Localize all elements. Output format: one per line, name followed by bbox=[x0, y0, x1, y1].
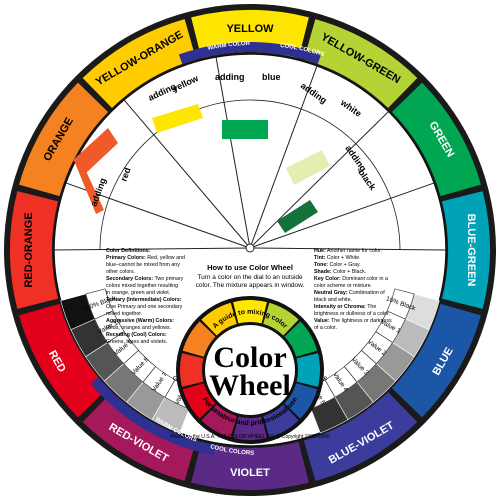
defsRight-line-6: Neutral Gray: Combination of bbox=[314, 290, 385, 296]
outer-segment-yellow-green bbox=[303, 19, 418, 109]
defsRight-line-3: Shade: Color + Black. bbox=[314, 269, 366, 275]
defsLeft-line-0: Color Definitions: bbox=[106, 248, 151, 254]
swatch-adding-blue bbox=[222, 120, 268, 139]
defsLeft-line-12: Receding (Cool) Colors: bbox=[106, 332, 167, 338]
window-edge-h-0 bbox=[53, 247, 251, 251]
defsRight-line-1: Tint: Color + White. bbox=[314, 255, 361, 261]
outer-color-ring bbox=[9, 9, 490, 490]
swatch-adding-red bbox=[73, 128, 118, 175]
window-edge-1 bbox=[123, 99, 251, 249]
value-band-left-label-3 bbox=[123, 349, 157, 383]
adding-blue-word1: adding bbox=[215, 72, 245, 82]
outer-segment-violet bbox=[191, 441, 309, 490]
mini-segment-1 bbox=[263, 302, 299, 336]
value-band-left-label-4 bbox=[142, 366, 176, 398]
mini-segment-8 bbox=[182, 383, 216, 419]
defsRight-line-0: Hue: Another name for color. bbox=[314, 248, 382, 254]
mini-segment-10 bbox=[182, 321, 216, 357]
value-band-left-label-0 bbox=[85, 288, 114, 320]
outer-segment-blue-green bbox=[441, 191, 490, 309]
window-edge-4 bbox=[249, 111, 389, 249]
defsLeft-line-8: One Primary and one secondary bbox=[106, 304, 183, 310]
defsLeft-line-13: Greens, blues and violets. bbox=[106, 339, 167, 345]
defsLeft-line-11: Reds, oranges and yellows. bbox=[106, 325, 171, 331]
defsLeft-line-4: Secondary Colors: Two primary bbox=[106, 276, 184, 282]
footer-copyright: Printed in the U.S.A. THE COLOR WHEEL CO… bbox=[170, 433, 330, 440]
window-edge-h-1 bbox=[249, 247, 447, 251]
defsRight-line-2: Tone: Color + Gray. bbox=[314, 262, 361, 268]
window-edge-3 bbox=[249, 65, 318, 249]
defsLeft-line-6: in orange, green and violet. bbox=[106, 290, 170, 296]
swatch-adding-red-extend bbox=[75, 158, 104, 214]
warm-cool-band-bottom bbox=[90, 377, 216, 455]
center-wheel-face bbox=[205, 325, 295, 415]
instructions-line2: color. The mixture appears in window. bbox=[196, 282, 305, 289]
defsRight-line-11: of a color. bbox=[314, 325, 337, 331]
defsRight-line-8: Intensity or Chroma: The bbox=[314, 304, 376, 310]
dial-pivot[interactable] bbox=[245, 243, 255, 253]
outer-segment-blue-violet bbox=[303, 391, 418, 481]
window-inner-arc bbox=[99, 99, 401, 251]
value-band-left-label-2 bbox=[107, 331, 139, 365]
swatch-adding-yellow bbox=[152, 104, 203, 133]
mini-segment-3 bbox=[296, 353, 320, 387]
defsLeft-line-9: mixed together. bbox=[106, 311, 142, 317]
outer-segment-orange bbox=[19, 82, 109, 197]
defsRight-line-5: color scheme or mixture. bbox=[314, 283, 372, 289]
defsLeft-line-3: other colors. bbox=[106, 269, 135, 275]
window-label-blue: adding blue bbox=[215, 72, 281, 82]
defsLeft-line-1: Primary Colors: Red, yellow and bbox=[106, 255, 185, 261]
defsRight-line-4: Key Color: Dominant color in a bbox=[314, 276, 388, 282]
instructions-line1: Turn a color on the dial to an outside bbox=[197, 274, 303, 281]
outer-segment-blue bbox=[391, 303, 481, 418]
adding-red-word2: red bbox=[118, 166, 132, 183]
mini-segment-0 bbox=[233, 299, 267, 324]
defsLeft-line-5: colors mixed together resulting bbox=[106, 283, 178, 289]
center-title-line1: Color bbox=[213, 341, 286, 374]
outer-segment-red bbox=[19, 303, 109, 418]
defsRight-line-10: Value: The lightness or darkness bbox=[314, 318, 392, 324]
swatch-adding-white bbox=[286, 150, 330, 185]
mini-segment-2 bbox=[284, 321, 318, 357]
window-edge-5 bbox=[249, 182, 435, 249]
warm-cool-band-top bbox=[178, 42, 322, 64]
defsLeft-line-10: Aggressive (Warm) Colors: bbox=[106, 318, 174, 324]
center-mini-color-ring bbox=[179, 299, 320, 440]
definitions-right: Hue: Another name for color.Tint: Color … bbox=[314, 248, 392, 331]
definitions-left: Color Definitions:Primary Colors: Red, y… bbox=[106, 248, 185, 345]
defsRight-line-9: brightness or dullness of a color. bbox=[314, 311, 390, 317]
value-band-left-label-1 bbox=[94, 310, 125, 344]
instructions-title: How to use Color Wheel bbox=[207, 263, 293, 272]
outer-segment-red-orange bbox=[9, 191, 59, 309]
center-title-line2: Wheel bbox=[209, 369, 291, 402]
outer-label-yellow: YELLOW bbox=[226, 23, 274, 35]
defsLeft-line-2: blue–cannot be mixed from any bbox=[106, 262, 180, 268]
outer-segment-yellow-orange bbox=[82, 19, 197, 109]
mini-segment-5 bbox=[263, 404, 299, 438]
outer-segment-red-violet bbox=[82, 391, 197, 481]
outer-segment-green bbox=[391, 82, 481, 197]
mini-segment-9 bbox=[179, 353, 204, 387]
defsRight-line-7: black and white. bbox=[314, 297, 352, 303]
outer-label-violet: VIOLET bbox=[230, 467, 270, 479]
mini-segment-4 bbox=[284, 383, 318, 419]
mini-segment-11 bbox=[201, 302, 237, 336]
outer-label-red-orange: RED-ORANGE bbox=[23, 212, 35, 287]
adding-blue-word2: blue bbox=[262, 72, 281, 82]
outer-label-blue-green: BLUE-GREEN bbox=[465, 214, 477, 287]
mini-segment-7 bbox=[201, 404, 237, 438]
window-edge-2 bbox=[215, 56, 251, 249]
defsLeft-line-7: Tertiary (Intermediate) Colors: bbox=[106, 297, 182, 303]
swatch-adding-black bbox=[277, 200, 318, 233]
mini-segment-6 bbox=[233, 416, 267, 440]
